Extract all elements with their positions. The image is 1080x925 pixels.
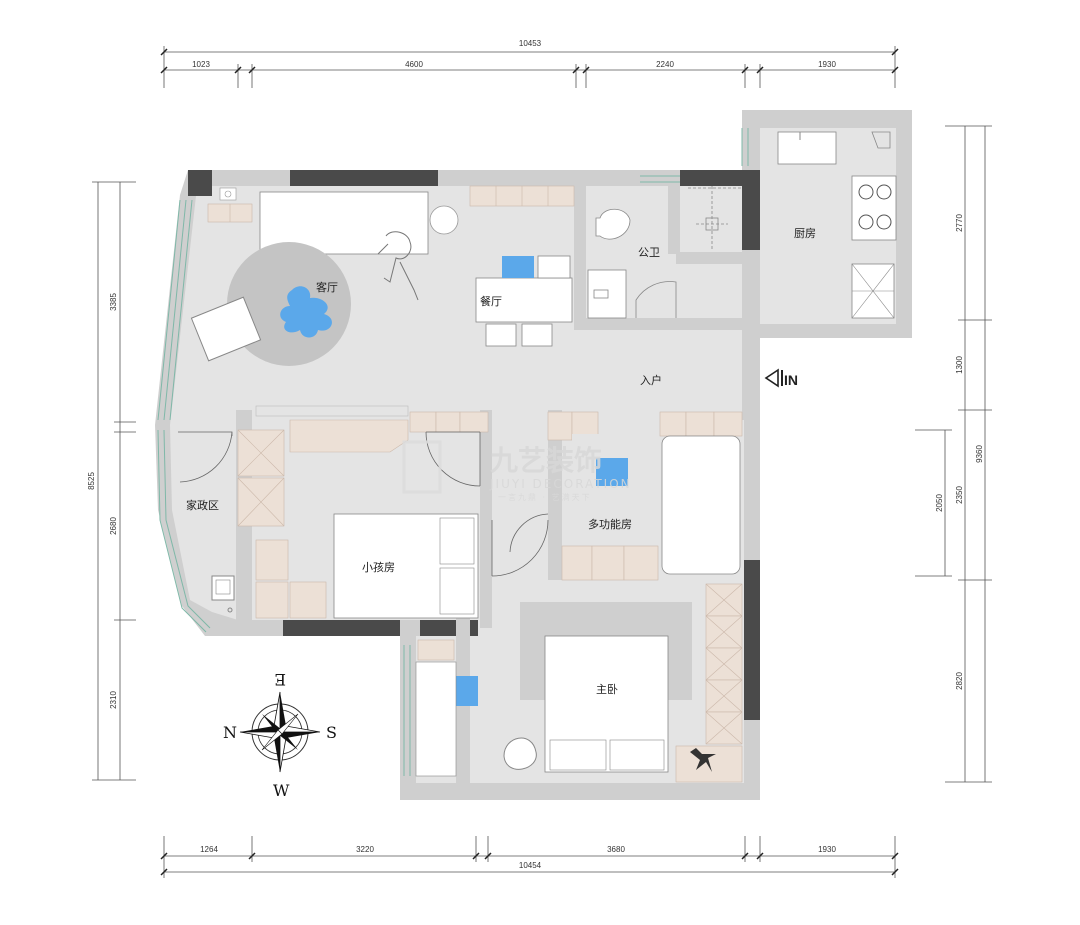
partition (480, 410, 492, 628)
wall-dark (742, 170, 760, 250)
dim-right-total: 9360 (975, 445, 984, 463)
housekeeping-area (178, 429, 327, 619)
dim-right-3: 2350 (955, 486, 964, 504)
stove (851, 175, 897, 241)
dim-left-total: 8525 (87, 472, 96, 490)
watermark: 九艺装饰 JIUYI DECORATION 一言九鼎 · 艺满天下 (402, 440, 632, 502)
master-bed (544, 635, 669, 773)
dim-top-1: 1023 (192, 60, 210, 69)
dining-area (475, 255, 573, 347)
dining-chair-blue (502, 256, 534, 278)
partition (676, 252, 742, 264)
dim-bottom-total: 10454 (519, 861, 542, 870)
dim-top-3: 2240 (656, 60, 674, 69)
entrance-marker: IN (764, 368, 798, 388)
plant-icon (690, 748, 716, 772)
blue-chair (596, 458, 628, 486)
dim-left-3: 2310 (109, 691, 118, 709)
multi-door (509, 513, 549, 553)
toilet (595, 208, 631, 240)
compass-east: E (274, 670, 286, 689)
washer (211, 575, 235, 601)
entrance-arrow-icon (764, 368, 779, 388)
tv-cabinet (469, 185, 575, 207)
partition (574, 318, 742, 330)
partition (668, 186, 680, 254)
kids-door-2 (491, 519, 549, 577)
dim-bottom-4: 1930 (818, 845, 836, 854)
side-table (429, 205, 459, 235)
multi-function-room (509, 411, 743, 581)
dimension-ticks (160, 48, 899, 876)
pouf (503, 737, 537, 770)
living-room (190, 187, 459, 366)
kitchen (777, 131, 897, 319)
armchair (190, 296, 262, 362)
dim-bottom-1: 1264 (200, 845, 218, 854)
dim-right-2: 1300 (955, 356, 964, 374)
room-label-dining: 餐厅 (480, 294, 502, 308)
room-label-kitchen: 厨房 (794, 227, 816, 240)
dim-top-total: 10453 (519, 39, 542, 48)
compass-south: S (326, 723, 337, 742)
watermark-slogan: 一言九鼎 · 艺满天下 (498, 492, 592, 502)
kids-room (255, 405, 549, 619)
partition (574, 186, 586, 330)
compass-north: N (223, 723, 237, 742)
study-desk (415, 661, 457, 777)
dim-right-4: 2820 (955, 672, 964, 690)
room-label-housekeeping: 家政区 (186, 498, 219, 512)
blue-rug-splash (280, 286, 332, 338)
compass-rose-icon (239, 691, 321, 773)
room-label-entrance: 入户 (640, 373, 662, 387)
person-sketch (377, 231, 419, 301)
kitchen-sink (777, 131, 837, 165)
room-label-master-bedroom: 主卧 (596, 683, 618, 696)
dim-left-1: 3385 (109, 293, 118, 311)
dining-chair (485, 323, 517, 347)
dining-chair (521, 323, 553, 347)
master-bedroom (415, 583, 743, 783)
dim-right-1: 2770 (955, 214, 964, 232)
dim-bottom-3: 3680 (607, 845, 625, 854)
dining-chair (537, 255, 571, 279)
dim-left-2: 2680 (109, 517, 118, 535)
wall-dark (188, 170, 212, 196)
wall-dark (680, 170, 760, 186)
bathroom (587, 186, 742, 319)
dim-top-2: 4600 (405, 60, 423, 69)
room-label-multi-function: 多功能房 (588, 517, 632, 531)
wall-dark (290, 170, 438, 186)
kids-bed (333, 513, 479, 619)
wall-dark (744, 560, 760, 720)
compass-west: W (273, 781, 290, 800)
wall-dark (283, 620, 478, 636)
partition (548, 410, 562, 580)
bathroom-door (635, 281, 677, 318)
room-label-bathroom: 公卫 (638, 246, 660, 259)
dim-right-inner: 2050 (935, 494, 944, 512)
watermark-latin: JIUYI DECORATION (489, 477, 632, 491)
sofa-table (259, 191, 429, 255)
housekeeping-door (178, 431, 233, 483)
watermark-brand: 九艺装饰 (490, 444, 602, 477)
room-label-kids-room: 小孩房 (362, 561, 395, 574)
dim-top-4: 1930 (818, 60, 836, 69)
shower-area (680, 186, 742, 252)
entrance-label: IN (784, 372, 798, 388)
daybed (661, 435, 741, 575)
room-label-living: 客厅 (316, 280, 338, 294)
dim-bottom-2: 3220 (356, 845, 374, 854)
desk (572, 434, 658, 540)
partition (400, 620, 420, 636)
windows (157, 128, 749, 776)
master-wardrobe-wall (520, 602, 692, 700)
